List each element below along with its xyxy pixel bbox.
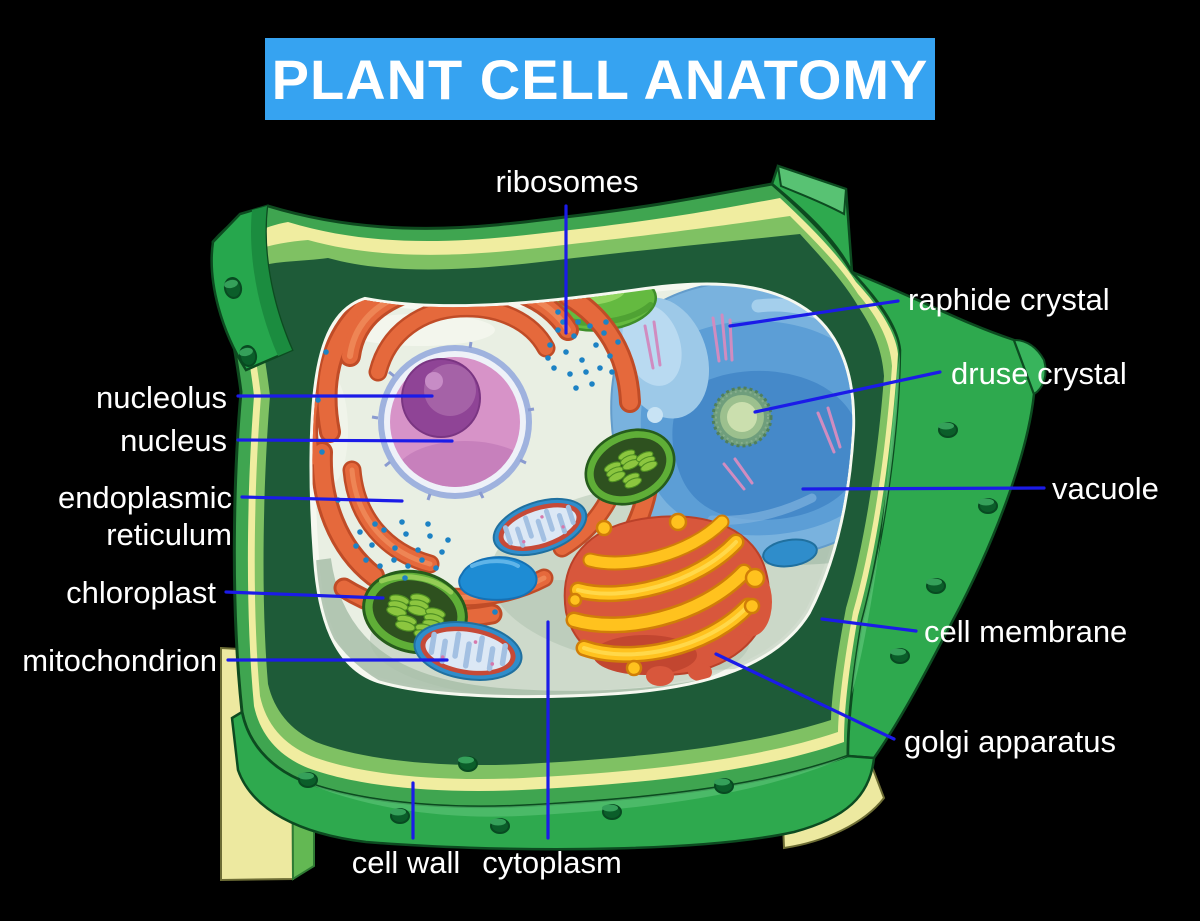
label-raphide-crystal: raphide crystal xyxy=(908,282,1110,317)
label-chloroplast: chloroplast xyxy=(66,575,216,610)
leader-line-vacuole xyxy=(801,486,1046,491)
druse-crystal xyxy=(711,386,773,448)
cell-wall-top-right-stub xyxy=(770,164,854,273)
cell-wall-bottom-face xyxy=(230,710,876,851)
leader-line-nucleus xyxy=(236,438,454,443)
leader-line-raphide-crystal xyxy=(728,299,900,328)
label-druse-crystal: druse crystal xyxy=(951,356,1127,391)
label-mitochondrion: mitochondrion xyxy=(22,643,217,678)
label-nucleus: nucleus xyxy=(120,423,227,458)
leader-line-chloroplast xyxy=(224,590,385,600)
label-vacuole: vacuole xyxy=(1052,471,1159,506)
cell-wall-right-face xyxy=(846,270,1047,760)
label-cell-wall: cell wall xyxy=(351,845,461,880)
label-nucleolus: nucleolus xyxy=(96,380,227,415)
label-endoplasmic-reticulum: endoplasmic reticulum xyxy=(57,480,232,553)
label-ribosomes: ribosomes xyxy=(495,164,639,199)
nucleolus xyxy=(401,358,481,438)
label-cytoplasm: cytoplasm xyxy=(482,845,622,880)
raphide-crystals xyxy=(643,313,842,491)
leader-line-cell-membrane xyxy=(820,617,918,633)
page-title: PLANT CELL ANATOMY xyxy=(271,47,929,111)
leader-line-endoplasmic-reticulum xyxy=(240,495,404,503)
blue-vesicles xyxy=(458,538,818,601)
title-banner: PLANT CELL ANATOMY xyxy=(265,38,935,120)
label-cell-membrane: cell membrane xyxy=(924,614,1128,649)
chloroplast-small xyxy=(584,428,676,506)
nucleus xyxy=(371,341,535,501)
label-golgi-apparatus: golgi apparatus xyxy=(904,724,1116,759)
leader-line-golgi-apparatus xyxy=(714,652,896,741)
leader-lines xyxy=(224,204,1046,840)
golgi-apparatus xyxy=(563,512,772,686)
cell-wall-top-left-face xyxy=(210,204,294,372)
leader-line-druse-crystal xyxy=(753,370,942,414)
mitochondrion-upper xyxy=(492,497,588,557)
